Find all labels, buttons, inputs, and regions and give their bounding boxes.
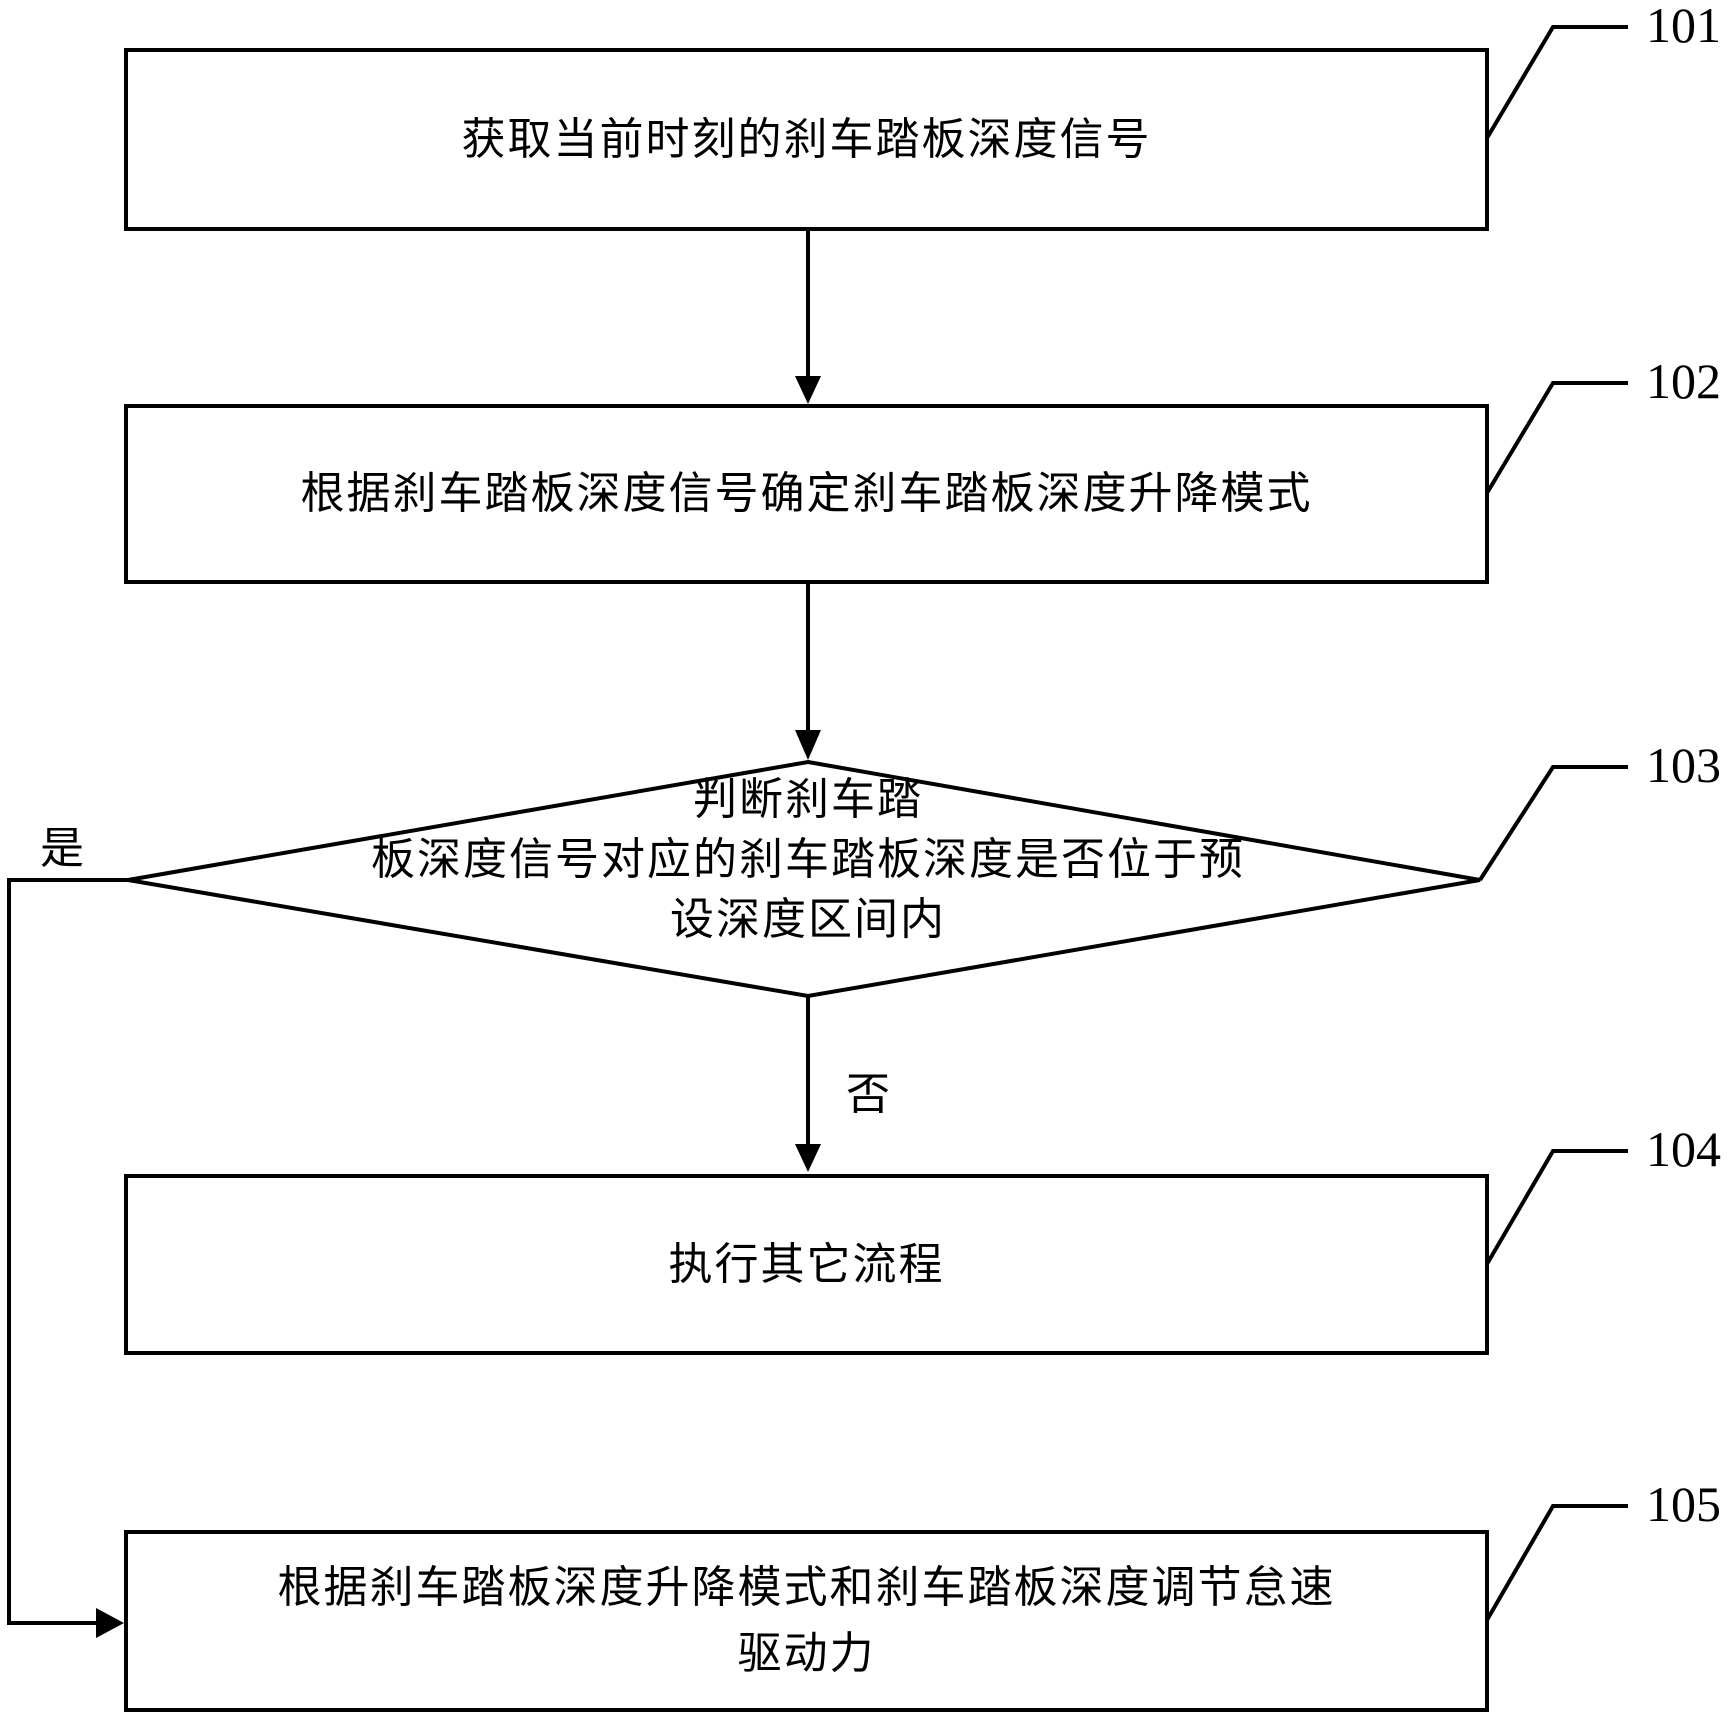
step-105-box: 根据刹车踏板深度升降模式和刹车踏板深度调节怠速 驱动力 bbox=[124, 1530, 1489, 1712]
step-105-line-2: 驱动力 bbox=[737, 1628, 876, 1679]
step-101-box: 获取当前时刻的刹车踏板深度信号 bbox=[124, 48, 1489, 231]
decision-line-1: 判断刹车踏 bbox=[693, 774, 923, 825]
arrowhead-icon bbox=[795, 730, 821, 760]
step-101-text: 获取当前时刻的刹车踏板深度信号 bbox=[461, 113, 1152, 165]
ref-101: 101 bbox=[1646, 0, 1721, 53]
ref-102: 102 bbox=[1646, 353, 1721, 409]
decision-text: 判断刹车踏 板深度信号对应的刹车踏板深度是否位于预 设深度区间内 bbox=[200, 770, 1416, 950]
arrowhead-icon bbox=[96, 1608, 124, 1638]
arrowhead-icon bbox=[795, 1144, 821, 1172]
leader-105 bbox=[1485, 1504, 1628, 1622]
arrowhead-icon bbox=[795, 376, 821, 404]
yes-label: 是 bbox=[40, 823, 84, 874]
decision-line-3: 设深度区间内 bbox=[670, 894, 946, 945]
leader-102 bbox=[1485, 381, 1628, 495]
decision-line-2: 板深度信号对应的刹车踏板深度是否位于预 bbox=[371, 834, 1245, 885]
ref-103: 103 bbox=[1646, 737, 1721, 793]
step-105-line-1: 根据刹车踏板深度升降模式和刹车踏板深度调节怠速 bbox=[277, 1562, 1336, 1613]
no-label: 否 bbox=[846, 1069, 890, 1120]
arrow-yes-branch bbox=[7, 878, 128, 1625]
leader-104 bbox=[1485, 1149, 1628, 1266]
ref-105: 105 bbox=[1646, 1476, 1721, 1532]
step-104-text: 执行其它流程 bbox=[668, 1238, 945, 1290]
step-102-text: 根据刹车踏板深度信号确定刹车踏板深度升降模式 bbox=[300, 468, 1313, 519]
step-104-box: 执行其它流程 bbox=[124, 1174, 1489, 1355]
ref-104: 104 bbox=[1646, 1121, 1721, 1177]
leader-103 bbox=[1478, 765, 1628, 882]
leader-101 bbox=[1485, 25, 1628, 140]
step-102-box: 根据刹车踏板深度信号确定刹车踏板深度升降模式 bbox=[124, 404, 1489, 584]
